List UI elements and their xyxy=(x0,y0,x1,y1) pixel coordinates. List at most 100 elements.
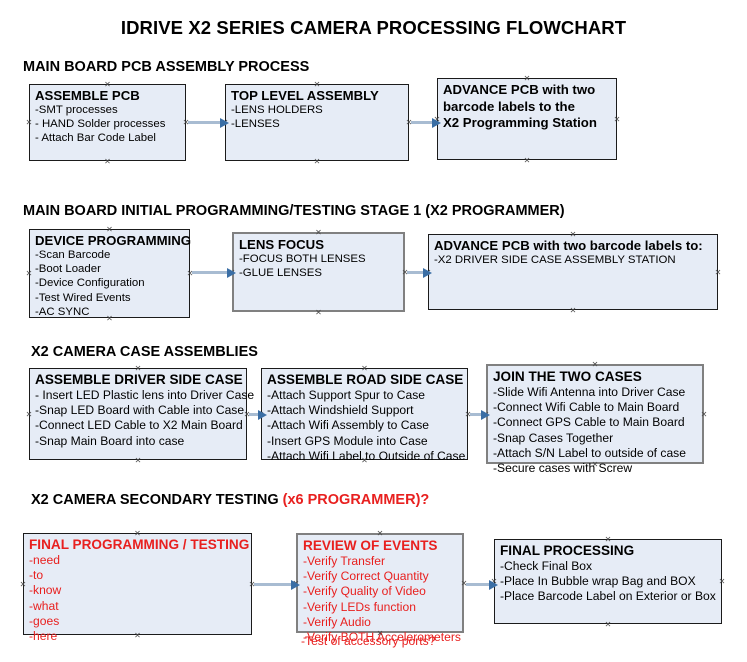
process-box-header: X2 Programming Station xyxy=(443,115,597,130)
process-box-line: -Check Final Box xyxy=(500,559,593,573)
connection-handle-bottom-icon[interactable] xyxy=(361,457,368,464)
connection-handle-bottom-icon[interactable] xyxy=(135,457,142,464)
process-box-line: -Place In Bubble wrap Bag and BOX xyxy=(500,574,696,589)
process-box-header: ADVANCE PCB with two xyxy=(443,82,596,97)
connector-arrow-conn-lens-focus-to-advance-pcb[interactable] xyxy=(407,267,432,278)
process-box-line: -FOCUS BOTH LENSES xyxy=(239,253,366,265)
process-box-line: -Device Configuration xyxy=(35,277,145,290)
connection-handle-top-icon[interactable] xyxy=(377,530,384,537)
connection-handle-right-icon[interactable] xyxy=(614,116,621,123)
section-heading-main-board-pcb-assembly-process: MAIN BOARD PCB ASSEMBLY PROCESS xyxy=(23,59,309,75)
connection-handle-bottom-icon[interactable] xyxy=(106,315,113,322)
process-box-device-programming[interactable]: DEVICE PROGRAMMING-Scan Barcode-Boot Loa… xyxy=(29,229,191,318)
connector-arrow-conn-road-side-to-join-cases[interactable] xyxy=(470,409,490,420)
section-heading-main-board-initial-programming-testing-stage-1: MAIN BOARD INITIAL PROGRAMMING/TESTING S… xyxy=(23,203,565,219)
process-box-join-the-two-cases[interactable]: JOIN THE TWO CASES-Slide Wifi Antenna in… xyxy=(486,364,704,475)
process-box-line: -Connect LED Cable to X2 Main Board xyxy=(35,418,243,433)
connection-handle-bottom-icon[interactable] xyxy=(104,158,111,165)
connection-handle-bottom-icon[interactable] xyxy=(134,632,141,639)
connector-arrow-conn-device-programming-to-lens-focus[interactable] xyxy=(192,267,236,278)
connection-handle-top-icon[interactable] xyxy=(315,229,322,236)
connection-handle-top-icon[interactable] xyxy=(106,226,113,233)
connection-handle-bottom-icon[interactable] xyxy=(315,309,322,316)
process-box-top-level-assembly[interactable]: TOP LEVEL ASSEMBLY-LENS HOLDERS-LENSES xyxy=(225,84,409,161)
connection-handle-top-icon[interactable] xyxy=(570,231,577,238)
process-box-line: -here xyxy=(29,629,58,644)
process-box-line: -Verify Correct Quantity xyxy=(303,569,429,584)
process-box-header: barcode labels to the xyxy=(443,98,575,114)
process-box-header: ASSEMBLE PCB xyxy=(35,88,140,103)
section-heading-x2-camera-secondary-testing: X2 CAMERA SECONDARY TESTING (x6 PROGRAMM… xyxy=(31,492,429,508)
process-box-line: -Boot Loader xyxy=(35,263,101,276)
process-box-header: FINAL PROCESSING xyxy=(500,543,635,558)
connection-handle-left-icon[interactable] xyxy=(20,581,27,588)
connection-handle-top-icon[interactable] xyxy=(104,81,111,88)
process-box-line: -Connect GPS Cable to Main Board xyxy=(493,415,685,430)
connection-handle-top-icon[interactable] xyxy=(592,361,599,368)
connection-handle-top-icon[interactable] xyxy=(314,81,321,88)
process-box-header: TOP LEVEL ASSEMBLY xyxy=(231,88,379,103)
process-box-line: -Snap Main Board into case xyxy=(35,433,185,448)
process-box-header: ASSEMBLE ROAD SIDE CASE xyxy=(267,372,464,387)
connection-handle-bottom-icon[interactable] xyxy=(314,158,321,165)
connector-arrow-conn-driver-side-to-road-side[interactable] xyxy=(249,409,267,420)
process-box-line: -Slide Wifi Antenna into Driver Case xyxy=(493,385,686,399)
arrowhead-icon xyxy=(481,409,490,420)
process-box-line: -need xyxy=(29,553,60,567)
arrowhead-icon xyxy=(227,267,236,278)
process-box-line: -Attach Support Spur to Case xyxy=(267,388,425,402)
connection-handle-left-icon[interactable] xyxy=(26,270,33,277)
process-box-line: -Scan Barcode xyxy=(35,249,111,261)
connection-handle-left-icon[interactable] xyxy=(26,119,33,126)
process-box-assemble-road-side-case[interactable]: ASSEMBLE ROAD SIDE CASE-Attach Support S… xyxy=(261,368,468,463)
process-box-final-programming-testing[interactable]: FINAL PROGRAMMING / TESTING-need-to-know… xyxy=(23,533,252,643)
process-box-line: -Verify Quality of Video xyxy=(303,584,426,599)
section-heading-text: MAIN BOARD INITIAL PROGRAMMING/TESTING S… xyxy=(23,203,565,219)
connection-handle-top-icon[interactable] xyxy=(135,365,142,372)
connector-arrow-conn-assemble-pcb-to-top-level[interactable] xyxy=(188,117,229,128)
connection-handle-bottom-icon[interactable] xyxy=(592,461,599,468)
process-box-line: -LENS HOLDERS xyxy=(231,104,323,116)
connection-handle-right-icon[interactable] xyxy=(719,578,726,585)
process-box-review-of-events[interactable]: REVIEW OF EVENTS-Verify Transfer-Verify … xyxy=(296,533,464,644)
process-box-line: -AC SYNC xyxy=(35,305,90,318)
process-box-assemble-pcb[interactable]: ASSEMBLE PCB-SMT processes- HAND Solder … xyxy=(29,84,186,161)
process-box-line: -what xyxy=(29,598,59,613)
connection-handle-top-icon[interactable] xyxy=(134,530,141,537)
process-box-overflow-line: -Test of accessory ports? xyxy=(301,634,436,648)
connection-handle-bottom-icon[interactable] xyxy=(524,157,531,164)
process-box-header: LENS FOCUS xyxy=(239,237,324,252)
connector-arrow-conn-final-programming-to-review[interactable] xyxy=(254,579,300,590)
connection-handle-top-icon[interactable] xyxy=(361,365,368,372)
connection-handle-left-icon[interactable] xyxy=(26,411,33,418)
process-box-line: -SMT processes xyxy=(35,104,118,116)
connection-handle-top-icon[interactable] xyxy=(524,75,531,82)
section-heading-accent: (x6 PROGRAMMER)? xyxy=(282,492,430,508)
process-box-header: JOIN THE TWO CASES xyxy=(493,369,642,384)
process-box-lens-focus[interactable]: LENS FOCUS-FOCUS BOTH LENSES-GLUE LENSES xyxy=(232,232,405,312)
section-heading-x2-camera-case-assemblies: X2 CAMERA CASE ASSEMBLIES xyxy=(31,344,258,360)
process-box-line: -Place Barcode Label on Exterior or Box xyxy=(500,589,716,604)
process-box-line: -Verify LEDs function xyxy=(303,599,416,614)
connection-handle-top-icon[interactable] xyxy=(605,536,612,543)
connector-arrow-conn-review-to-final-processing[interactable] xyxy=(466,579,498,590)
connection-handle-bottom-icon[interactable] xyxy=(605,621,612,628)
process-box-line: -Verify Transfer xyxy=(303,554,385,568)
process-box-line: -Snap Cases Together xyxy=(493,430,614,445)
arrowhead-icon xyxy=(220,117,229,128)
connection-handle-bottom-icon[interactable] xyxy=(377,630,384,637)
page-title: IDRIVE X2 SERIES CAMERA PROCESSING FLOWC… xyxy=(120,17,627,38)
connection-handle-bottom-icon[interactable] xyxy=(570,307,577,314)
process-box-line: -Attach Windshield Support xyxy=(267,403,414,418)
process-box-line: -Verify Audio xyxy=(303,614,371,629)
process-box-assemble-driver-side-case[interactable]: ASSEMBLE DRIVER SIDE CASE- Insert LED Pl… xyxy=(29,368,254,460)
arrowhead-icon xyxy=(432,117,441,128)
process-box-advance-pcb-to-driver-side-case-station[interactable]: ADVANCE PCB with two barcode labels to:-… xyxy=(428,234,718,310)
connection-handle-right-icon[interactable] xyxy=(715,269,722,276)
process-box-final-processing[interactable]: FINAL PROCESSING -Check Final Box-Place … xyxy=(494,539,722,624)
connector-arrow-conn-top-level-to-advance-pcb[interactable] xyxy=(411,117,441,128)
process-box-line: -Connect Wifi Cable to Main Board xyxy=(493,400,680,415)
process-box-line: -Attach S/N Label to outside of case xyxy=(493,445,686,460)
connection-handle-right-icon[interactable] xyxy=(701,411,708,418)
